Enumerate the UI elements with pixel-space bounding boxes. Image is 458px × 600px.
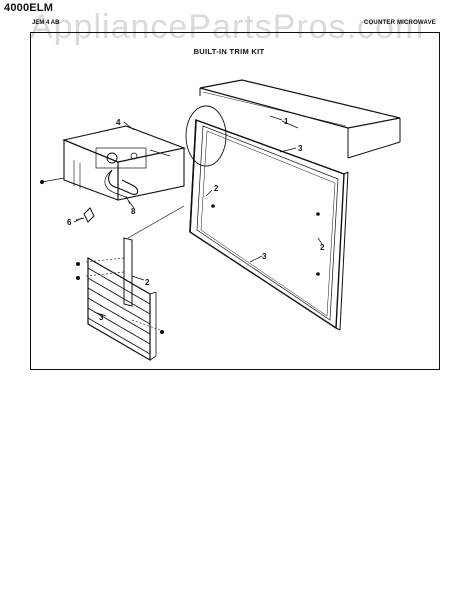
callout-2-left: 2 <box>214 184 219 193</box>
callout-1: 1 <box>284 117 289 126</box>
callout-labels: 4 1 3 2 2 3 2 3 6 8 <box>67 117 325 322</box>
leader-lines <box>73 115 323 317</box>
top-trim-panel <box>199 79 401 159</box>
callout-4: 4 <box>116 118 121 127</box>
callout-2-right: 2 <box>320 243 325 252</box>
callout-3-louver: 3 <box>99 313 104 322</box>
model-number: 4000ELM <box>4 2 54 14</box>
callout-3-side: 3 <box>262 252 267 261</box>
diagram-title: BUILT-IN TRIM KIT <box>193 47 265 56</box>
callout-8: 8 <box>131 207 136 216</box>
callout-6: 6 <box>67 218 72 227</box>
vent-housing <box>39 125 186 201</box>
louver-assembly <box>76 205 185 362</box>
watermark: AppliancePartsPros.com <box>30 8 425 46</box>
header-right-label: COUNTER MICROWAVE <box>364 20 436 26</box>
callout-3-frame: 3 <box>298 144 303 153</box>
detail-circle <box>185 105 227 167</box>
header-left-label: JEM 4 AB <box>32 20 60 26</box>
diagram-frame <box>30 32 440 370</box>
callout-2-bracket: 2 <box>145 278 150 287</box>
trim-frame <box>189 119 349 331</box>
